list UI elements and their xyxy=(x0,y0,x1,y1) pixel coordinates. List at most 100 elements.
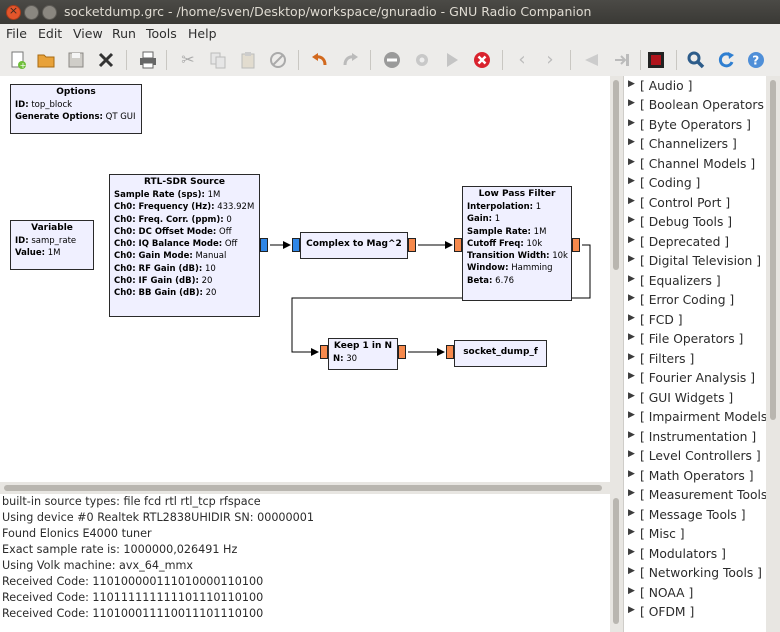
complex-output-port[interactable] xyxy=(408,238,416,252)
console-line: Received Code: 110100000111010000110100 xyxy=(2,575,264,588)
param-row: Interpolation: 1 xyxy=(467,202,542,212)
expand-arrow-icon: ▶ xyxy=(628,352,635,362)
param-row: Value: 1M xyxy=(15,248,61,259)
reload-icon[interactable] xyxy=(716,50,736,70)
window-maximize-button[interactable] xyxy=(42,5,57,20)
param-row: Gain: 1 xyxy=(467,214,501,225)
bypass-icon[interactable] xyxy=(612,50,632,70)
print-icon[interactable] xyxy=(138,50,158,70)
rtlsdr-output-port[interactable] xyxy=(260,238,268,252)
expand-arrow-icon: ▶ xyxy=(628,196,635,206)
keep-1-in-n-block[interactable]: Keep 1 in N N: 30 xyxy=(328,338,398,370)
expand-arrow-icon: ▶ xyxy=(628,449,635,459)
expand-arrow-icon: ▶ xyxy=(628,605,635,615)
cut-icon[interactable]: ✂ xyxy=(181,50,195,69)
rotate-cw-icon[interactable]: › xyxy=(546,49,554,70)
menu-edit[interactable]: Edit xyxy=(38,26,63,41)
param-row: ID: samp_rate xyxy=(15,236,77,246)
tree-scrollbar[interactable] xyxy=(766,76,780,632)
paste-icon[interactable] xyxy=(238,50,258,70)
expand-arrow-icon: ▶ xyxy=(628,508,635,518)
save-icon[interactable] xyxy=(66,50,86,70)
param-row: Transition Width: 10k xyxy=(467,251,568,262)
lpf-output-port[interactable] xyxy=(572,238,580,252)
flowgraph-canvas[interactable]: Options ID: top_block Generate Options: … xyxy=(0,76,610,494)
socket-dump-block[interactable]: socket_dump_f xyxy=(454,340,547,367)
console-panel[interactable]: built-in source types: file fcd rtl rtl_… xyxy=(0,494,610,632)
expand-arrow-icon: ▶ xyxy=(628,293,635,303)
execute-icon[interactable] xyxy=(442,50,462,70)
block-title: Complex to Mag^2 xyxy=(306,239,402,249)
console-line: Received Code: 110111111111101110110100 xyxy=(2,591,264,604)
connection-lpf-keep xyxy=(291,244,591,356)
param-row: Ch0: DC Offset Mode: Off xyxy=(114,226,232,237)
console-line: Exact sample rate is: 1000000,026491 Hz xyxy=(2,543,238,556)
find-icon[interactable] xyxy=(686,50,706,70)
block-title: Low Pass Filter xyxy=(478,189,556,199)
kill-icon[interactable] xyxy=(472,50,492,70)
complex-input-port[interactable] xyxy=(292,238,300,252)
menu-file[interactable]: File xyxy=(6,26,27,41)
param-row: Ch0: Freq. Corr. (ppm): 0 xyxy=(114,214,232,225)
expand-arrow-icon: ▶ xyxy=(628,371,635,381)
close-icon[interactable] xyxy=(96,50,116,70)
window-close-button[interactable]: × xyxy=(6,4,21,20)
expand-arrow-icon: ▶ xyxy=(628,137,635,147)
rotate-ccw-icon[interactable]: ‹ xyxy=(518,49,526,70)
expand-arrow-icon: ▶ xyxy=(628,176,635,186)
param-row: Ch0: Gain Mode: Manual xyxy=(114,251,227,262)
variable-block[interactable]: Variable ID: samp_rate Value: 1M xyxy=(10,220,94,270)
expand-arrow-icon: ▶ xyxy=(628,547,635,557)
new-icon[interactable]: + xyxy=(8,50,28,70)
expand-arrow-icon: ▶ xyxy=(628,566,635,576)
close-icon: × xyxy=(8,4,19,17)
param-row: N: 30 xyxy=(333,354,358,364)
canvas-horizontal-scrollbar[interactable] xyxy=(0,482,610,494)
disable-icon[interactable] xyxy=(382,50,402,70)
block-title: RTL-SDR Source xyxy=(143,177,226,187)
expand-arrow-icon: ▶ xyxy=(628,215,635,225)
keep-input-port[interactable] xyxy=(320,345,328,359)
keep-output-port[interactable] xyxy=(398,345,406,359)
expand-arrow-icon: ▶ xyxy=(628,235,635,245)
menu-view[interactable]: View xyxy=(73,26,103,41)
param-row: Ch0: IQ Balance Mode: Off xyxy=(114,239,238,250)
console-line: Using device #0 Realtek RTL2838UHIDIR SN… xyxy=(2,511,315,524)
param-row: Ch0: IF Gain (dB): 20 xyxy=(114,276,213,287)
low-pass-filter-block[interactable]: Low Pass Filter Interpolation: 1 Gain: 1… xyxy=(462,186,572,301)
delete-icon[interactable] xyxy=(268,50,288,70)
param-row: Cutoff Freq: 10k xyxy=(467,238,543,249)
rtlsdr-source-block[interactable]: RTL-SDR Source Sample Rate (sps): 1M Ch0… xyxy=(109,174,260,317)
canvas-vertical-scrollbar[interactable] xyxy=(610,76,623,494)
menu-tools[interactable]: Tools xyxy=(146,26,177,41)
lpf-input-port[interactable] xyxy=(454,238,462,252)
options-block[interactable]: Options ID: top_block Generate Options: … xyxy=(10,84,142,134)
expand-arrow-icon: ▶ xyxy=(628,157,635,167)
console-scrollbar[interactable] xyxy=(610,494,623,632)
expand-arrow-icon: ▶ xyxy=(628,430,635,440)
enable-icon[interactable] xyxy=(582,50,602,70)
undo-icon[interactable] xyxy=(310,50,330,70)
complex-to-mag2-block[interactable]: Complex to Mag^2 xyxy=(300,232,408,259)
console-line: built-in source types: file fcd rtl rtl_… xyxy=(2,495,261,508)
errors-icon[interactable] xyxy=(646,50,666,70)
window-minimize-button[interactable] xyxy=(24,5,39,20)
menu-run[interactable]: Run xyxy=(112,26,136,41)
menu-help[interactable]: Help xyxy=(188,26,217,41)
connections xyxy=(270,241,591,356)
console-line: Received Code: 110100011110011101110100 xyxy=(2,607,264,620)
expand-arrow-icon: ▶ xyxy=(628,488,635,498)
generate-icon[interactable] xyxy=(412,50,432,70)
help-icon[interactable]: ? xyxy=(746,50,766,70)
title-bar: × socketdump.grc - /home/sven/Desktop/wo… xyxy=(0,0,780,24)
menu-bar: File Edit View Run Tools Help xyxy=(0,24,780,44)
copy-icon[interactable] xyxy=(208,50,228,70)
param-row: Ch0: Frequency (Hz): 433.92M xyxy=(114,202,255,213)
toolbar: + ✂ ‹ › ? xyxy=(0,44,780,77)
sink-input-port[interactable] xyxy=(446,345,454,359)
open-icon[interactable] xyxy=(36,50,56,70)
expand-arrow-icon: ▶ xyxy=(628,586,635,596)
expand-arrow-icon: ▶ xyxy=(628,527,635,537)
block-title: Options xyxy=(56,87,96,97)
redo-icon[interactable] xyxy=(340,50,360,70)
